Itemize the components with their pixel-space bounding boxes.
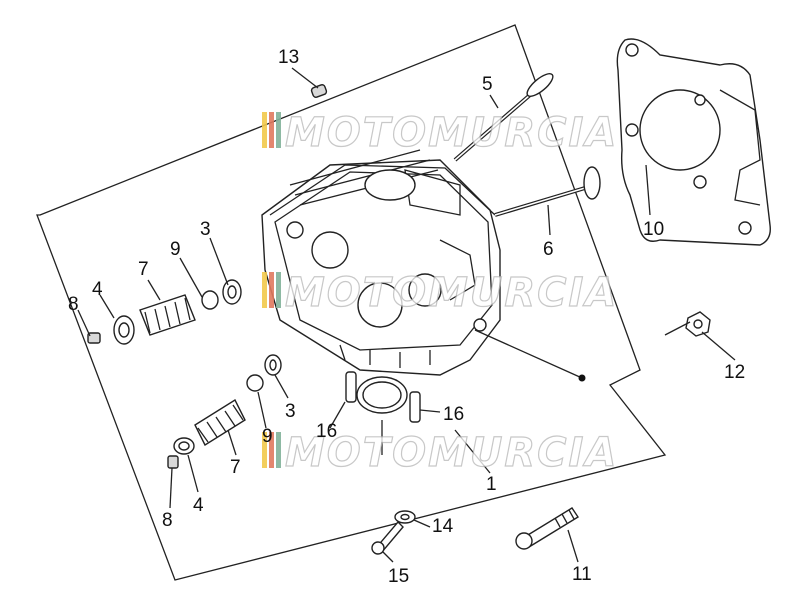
upper-valve-train: [87, 279, 242, 345]
callout-3-upper: 3: [200, 219, 211, 240]
dowel-16-right: [409, 391, 421, 423]
callout-16-right: 16: [443, 404, 464, 425]
watermark-text: MOTOMURCIA: [285, 430, 618, 476]
dowel-16-left: [345, 371, 357, 403]
callout-7-lower: 7: [230, 457, 241, 478]
callout-13: 13: [278, 47, 299, 68]
callout-4-upper: 4: [92, 279, 103, 300]
callout-8-lower: 8: [162, 510, 173, 531]
leader-lines: [77, 67, 736, 563]
pointer-dot: [578, 374, 586, 382]
washer-14: [394, 510, 416, 524]
callout-5: 5: [482, 74, 493, 95]
watermark-text: MOTOMURCIA: [285, 270, 618, 316]
watermark-bottom: MOTOMURCIA: [262, 429, 618, 477]
bolt-11: [515, 507, 579, 550]
dowel-pin-13: [310, 84, 328, 98]
callout-9-lower: 9: [262, 426, 273, 447]
callout-8-upper: 8: [68, 294, 79, 315]
callout-4-lower: 4: [193, 495, 204, 516]
lower-valve-train: [167, 354, 282, 469]
leader-dot: [474, 329, 583, 379]
watermark-middle: MOTOMURCIA: [262, 269, 618, 317]
callout-12: 12: [724, 362, 745, 383]
head-gasket: [616, 38, 771, 246]
callout-9-upper: 9: [170, 239, 181, 260]
callout-14: 14: [432, 516, 454, 537]
callout-16-left: 16: [316, 421, 337, 442]
cylinder-head: [261, 149, 501, 376]
callout-6: 6: [543, 239, 554, 260]
callout-15: 15: [388, 566, 409, 587]
callout-7-upper: 7: [138, 259, 149, 280]
callout-10: 10: [643, 219, 664, 240]
bolt-15: [371, 520, 404, 555]
exhaust-valve: [494, 166, 601, 217]
callout-11: 11: [572, 564, 592, 585]
intake-valve: [453, 73, 554, 162]
watermark-text: MOTOMURCIA: [285, 110, 618, 156]
watermark-top: MOTOMURCIA: [262, 109, 618, 157]
callout-3-lower: 3: [285, 401, 296, 422]
callout-1: 1: [486, 474, 497, 495]
